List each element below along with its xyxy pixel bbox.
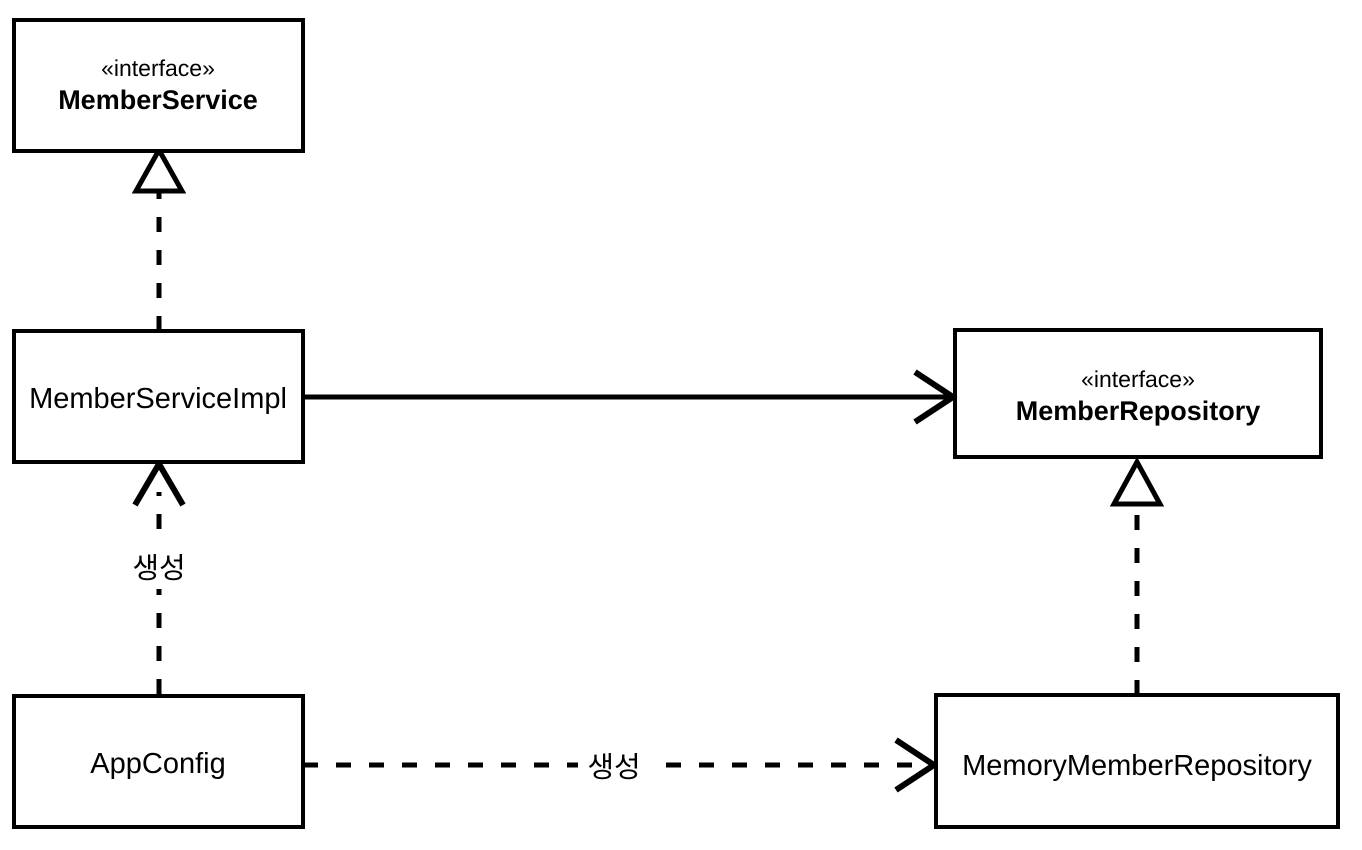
node-member-service[interactable]: «interface» MemberService xyxy=(12,18,305,153)
node-app-config[interactable]: AppConfig xyxy=(12,694,305,829)
edge-impl-uses-repository xyxy=(303,369,959,425)
hollow-triangle-arrowhead xyxy=(1109,456,1165,507)
class-name-label: MemberRepository xyxy=(1016,396,1261,426)
node-member-repository[interactable]: «interface» MemberRepository xyxy=(953,328,1323,459)
stereotype-label: «interface» xyxy=(1081,366,1195,392)
edge-impl-realizes-service xyxy=(131,144,187,331)
class-name-label: MemberServiceImpl xyxy=(29,383,287,415)
open-arrowhead xyxy=(132,458,186,507)
node-box[interactable] xyxy=(12,329,305,464)
class-name-label: MemoryMemberRepository xyxy=(962,750,1312,782)
node-member-service-impl[interactable]: MemberServiceImpl xyxy=(12,329,305,464)
node-box[interactable] xyxy=(953,328,1323,459)
stereotype-label: «interface» xyxy=(101,55,215,81)
edge-appconfig-creates-impl: 생성 xyxy=(110,458,208,694)
edge-memoryrepo-realizes-repository xyxy=(1109,456,1165,695)
node-box[interactable] xyxy=(12,694,305,829)
node-box[interactable] xyxy=(934,693,1340,829)
node-box[interactable] xyxy=(12,18,305,153)
node-memory-member-repository[interactable]: MemoryMemberRepository xyxy=(934,693,1340,829)
edge-label-create-memoryrepo: 생성 xyxy=(587,752,640,784)
edge-label-backdrop xyxy=(578,742,650,784)
edge-appconfig-creates-memoryrepo: 생성 xyxy=(303,737,940,793)
edge-label-create-impl: 생성 xyxy=(132,553,185,585)
class-name-label: AppConfig xyxy=(90,748,225,780)
edge-label-backdrop xyxy=(110,545,208,589)
hollow-triangle-arrowhead xyxy=(131,144,187,194)
class-name-label: MemberService xyxy=(58,85,258,115)
